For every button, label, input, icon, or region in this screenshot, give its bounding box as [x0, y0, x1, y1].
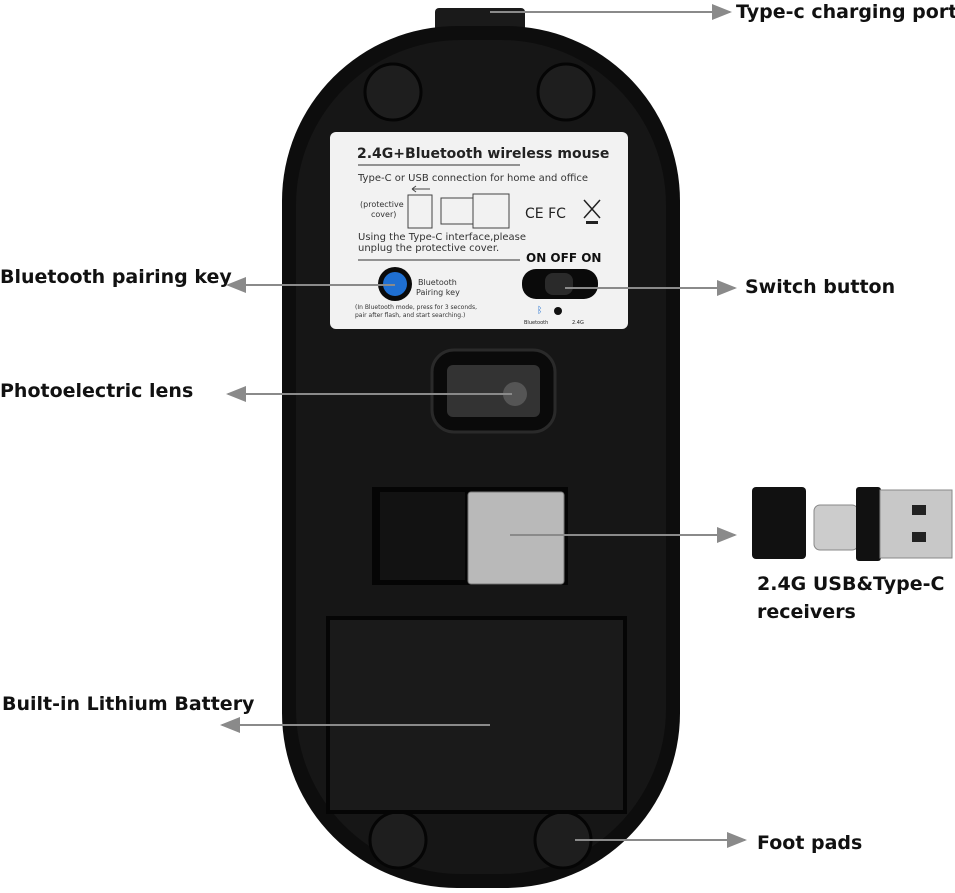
callout-foot-pads: Foot pads [757, 832, 863, 854]
sticker-title: 2.4G+Bluetooth wireless mouse [357, 146, 609, 162]
cert-marks: CE FC [525, 206, 566, 222]
instruction-text: Using the Type-C interface,please [358, 232, 526, 243]
usb-receiver [879, 489, 953, 559]
key-label: Pairing key [416, 288, 460, 297]
key-label: Bluetooth [418, 278, 457, 287]
weee-icon [583, 199, 601, 219]
callout-battery: Built-in Lithium Battery [2, 693, 255, 715]
foot-pad [368, 810, 428, 870]
switch-positions: ON OFF ON [526, 251, 601, 265]
cover-drawing [407, 194, 433, 229]
type-c-receiver [752, 487, 806, 559]
led-indicator [554, 307, 562, 315]
note-text: (In Bluetooth mode, press for 3 seconds, [355, 304, 477, 311]
instruction-text: unplug the protective cover. [358, 243, 499, 254]
battery-cover [326, 616, 627, 814]
callout-lens: Photoelectric lens [0, 380, 194, 402]
callout-receivers: 2.4G USB&Type-C [757, 573, 945, 595]
cover-text: (protective [360, 200, 404, 209]
foot-pad [536, 62, 596, 122]
note-text: pair after flash, and start searching.) [355, 312, 465, 319]
stored-usb-receiver [467, 491, 565, 585]
callout-pairing-key: Bluetooth pairing key [0, 266, 232, 288]
bluetooth-icon: ᛒ [537, 305, 542, 316]
callout-receivers-2: receivers [757, 601, 856, 623]
mode-label: Bluetooth [524, 320, 548, 326]
mode-label: 2.4G [572, 320, 584, 326]
cover-text: cover) [371, 210, 396, 219]
sticker-subtitle: Type-C or USB connection for home and of… [357, 173, 588, 184]
callout-charging-port: Type-c charging port [736, 1, 955, 23]
foot-pad [363, 62, 423, 122]
callout-switch-button: Switch button [745, 276, 896, 298]
